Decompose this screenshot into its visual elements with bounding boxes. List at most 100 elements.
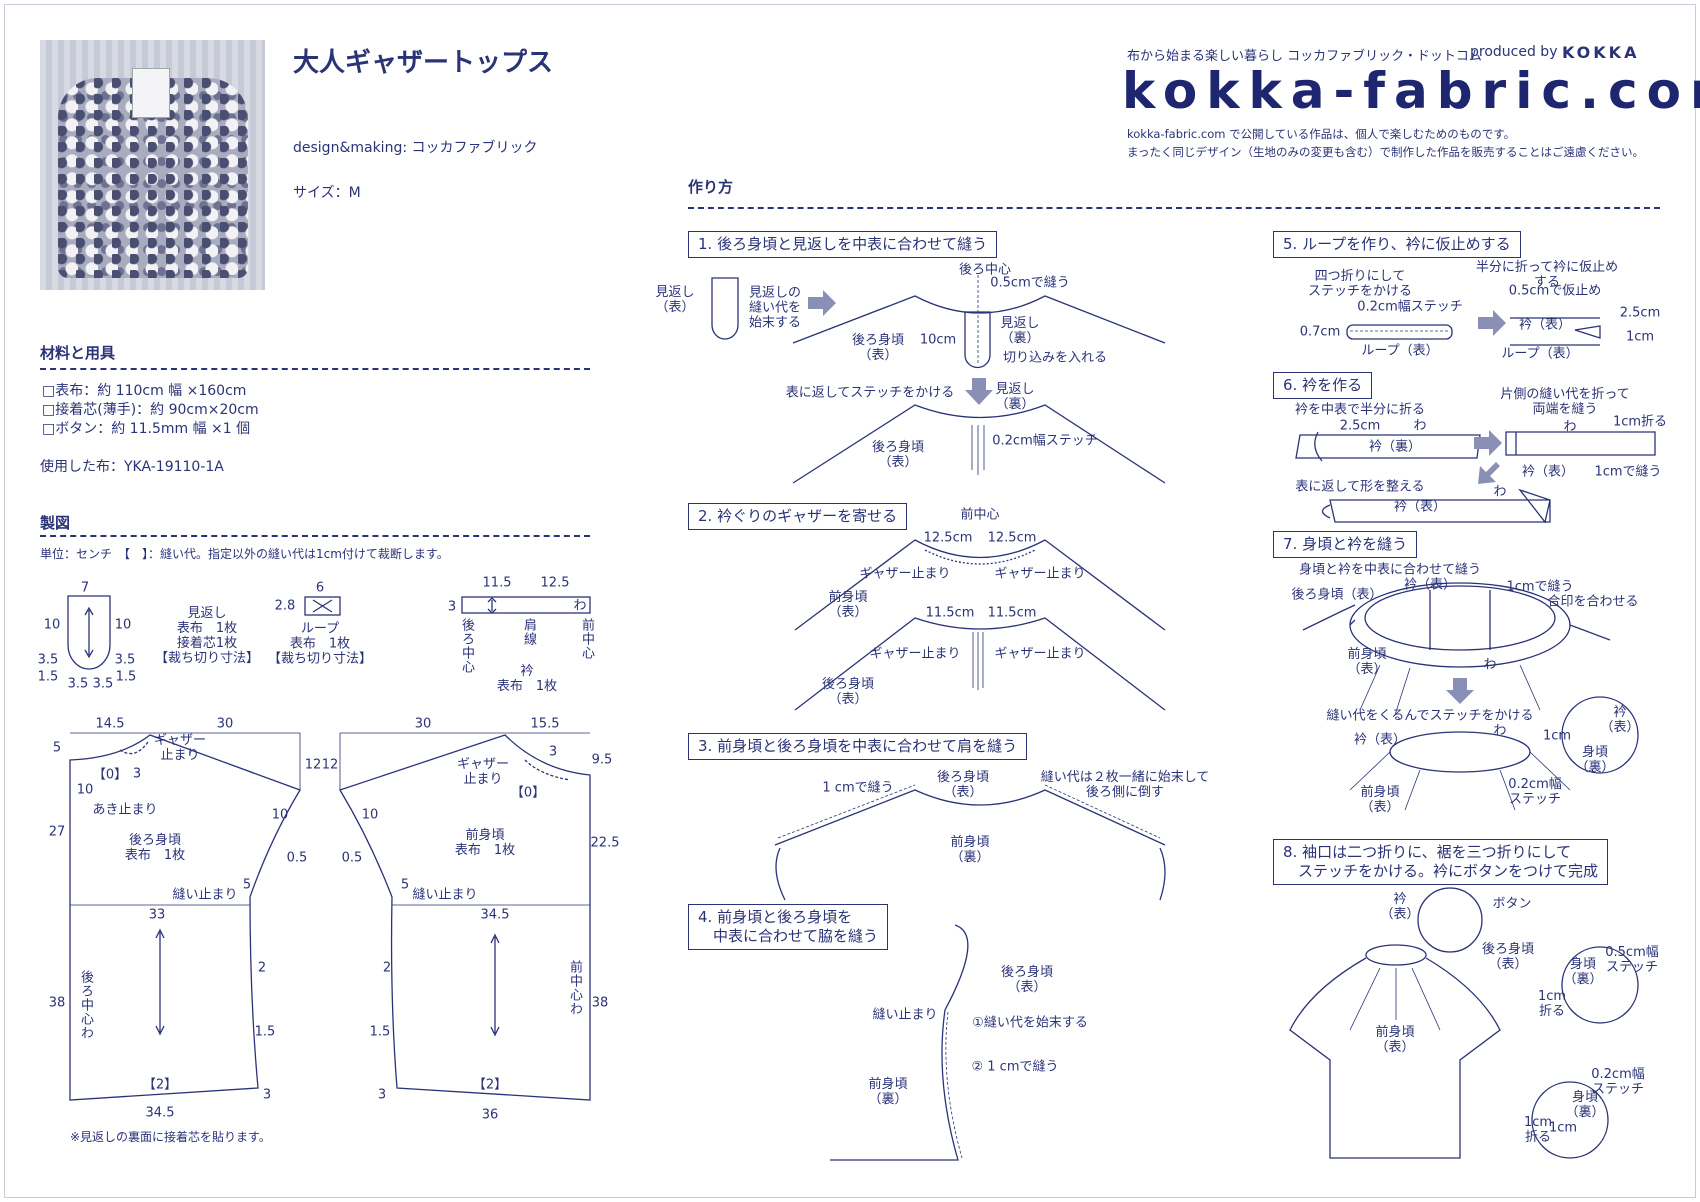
diagram-label: 3 xyxy=(447,599,457,615)
diagram-label: 1cm 折る xyxy=(1523,1115,1553,1145)
diagram-label: 見返し （裏） xyxy=(995,382,1035,412)
diagram-label: 見返しの 縫い代を 始末する xyxy=(748,285,802,331)
diagram-label: ループ 表布 1枚 【裁ち切り寸法】 xyxy=(267,621,373,667)
diagram-label: 後ろ身頃 表布 1枚 xyxy=(124,833,186,863)
diagram-label: ループ（表） xyxy=(1501,346,1579,362)
page-title: 大人ギャザートップス xyxy=(293,48,554,78)
diagram-label: ボタン xyxy=(1492,896,1532,912)
page-frame xyxy=(4,4,1696,1198)
diagram-label: 見返し 表布 1枚 接着芯1枚 【裁ち切り寸法】 xyxy=(154,606,260,666)
diagram-label: 10 xyxy=(43,617,61,633)
diagram-label: わ xyxy=(1493,723,1507,739)
diagram-label: 10 xyxy=(76,782,94,798)
diagram-label: 9.5 xyxy=(591,752,613,768)
diagram-label: 前身頃 （表） xyxy=(1347,647,1387,677)
diagram-label: 前身頃 （裏） xyxy=(868,1077,908,1107)
step-5-title: 5. ループを作り、衿に仮止めする xyxy=(1273,231,1521,258)
diagram-label: 12 xyxy=(321,757,339,773)
step2-back xyxy=(794,617,1166,711)
material-item: □ボタン：約 11.5mm 幅 ×1 個 xyxy=(42,421,251,437)
step-6-title: 6. 衿を作る xyxy=(1273,372,1373,399)
diagram-label: 【2】 xyxy=(142,1077,178,1093)
tagline: 布から始まる楽しい暮らし コッカファブリック・ドットコム xyxy=(1127,49,1482,64)
fabric-used: 使用した布：YKA-19110-1A xyxy=(40,459,224,475)
diagram-label: ループ（表） xyxy=(1361,343,1439,359)
diagram-label: 34.5 xyxy=(145,1105,175,1121)
diagram-label: 7 xyxy=(80,580,90,596)
diagram-label: 縫い代は２枚一緒に始末して 後ろ側に倒す xyxy=(1040,770,1210,800)
back-bodice-pattern xyxy=(69,732,301,1101)
diagram-label: 10cm xyxy=(919,332,957,348)
step-7-title: 7. 身頃と衿を縫う xyxy=(1273,531,1418,558)
diagram-label: 1cm 折る xyxy=(1537,989,1567,1019)
diagram-label: 衿 表布 1枚 xyxy=(496,664,558,694)
vertical-label: 前中心わ xyxy=(567,960,582,1016)
diagram-label: 5 xyxy=(52,740,62,756)
diagram-label: 1.5 xyxy=(37,669,59,685)
diagram-label: 半分に折って衿に仮止めする xyxy=(1475,260,1619,290)
diagram-label: 12 xyxy=(304,757,322,773)
collar-strip xyxy=(1295,431,1481,462)
diagram-label: 30 xyxy=(414,716,432,732)
diagram-label: 12.5 xyxy=(540,575,570,591)
detail-circle-8a xyxy=(1417,887,1483,953)
diagram-label: わ xyxy=(1483,657,1497,673)
howto-heading: 作り方 xyxy=(688,178,734,196)
diagram-label: 衿（表） xyxy=(1393,499,1447,515)
diagram-label: 後ろ身頃 （表） xyxy=(821,677,875,707)
diagram-label: 前身頃 （表） xyxy=(828,590,868,620)
diagram-label: 12.5cm xyxy=(987,530,1037,546)
divider xyxy=(40,368,590,370)
diagram-label: 3 xyxy=(377,1087,387,1103)
diagram-label: 38 xyxy=(48,995,66,1011)
diagram-label: ギャザー 止まり xyxy=(153,733,207,763)
diagram-label: わ xyxy=(1493,484,1507,500)
diagram-label: 22.5 xyxy=(590,835,620,851)
diagram-label: わ xyxy=(1563,419,1577,435)
brand-logo[interactable]: kokka-fabric.com xyxy=(1122,62,1700,120)
hang-tag xyxy=(132,68,170,118)
diagram-label: 衿（裏） xyxy=(1368,439,1422,455)
diagram-label: 衿を中表で半分に折る xyxy=(1294,402,1426,418)
step-2-title: 2. 衿ぐりのギャザーを寄せる xyxy=(688,503,908,530)
diagram-label: 33 xyxy=(148,907,166,923)
diagram-label: 前中心 xyxy=(960,507,1000,523)
diagram-label: 0.5cm幅 ステッチ xyxy=(1605,945,1659,975)
detail-circle-8c xyxy=(1531,1081,1609,1159)
diagram-label: 14.5 xyxy=(95,716,125,732)
diagram-label: あき止まり xyxy=(92,802,158,818)
diagram-label: 後ろ中心 xyxy=(958,262,1012,278)
diagram-label: 12.5cm xyxy=(923,530,973,546)
diagram-label: 後ろ身頃 （表） xyxy=(1000,965,1054,995)
process-arrows xyxy=(808,290,1506,704)
vertical-label: 後ろ中心わ xyxy=(78,970,93,1040)
diagram-label: 3.5 xyxy=(37,652,59,668)
diagram-label: 11.5cm xyxy=(987,605,1037,621)
diagram-label: 衿 （表） xyxy=(1600,705,1640,735)
notice-line-2: まったく同じデザイン（生地のみの変更も含む）で制作した作品を販売することはご遠慮… xyxy=(1127,145,1645,159)
diagram-label: 1cmで縫う xyxy=(1506,579,1574,595)
step-3-title: 3. 前身頃と後ろ身頃を中表に合わせて肩を縫う xyxy=(688,733,1028,760)
vertical-label: 肩線 xyxy=(521,618,536,646)
diagram-label: 身頃と衿を中表に合わせて縫う xyxy=(1298,562,1482,578)
diagram-label: わ xyxy=(1413,418,1427,434)
diagram-label: 表に返して形を整える xyxy=(1295,479,1425,495)
diagram-label: 2.5cm xyxy=(1339,418,1381,434)
diagram-label: 1cm xyxy=(1542,728,1572,744)
maker-name: KOKKA xyxy=(1562,43,1640,62)
diagram-label: 2.8 xyxy=(274,598,296,614)
pattern-heading: 製図 xyxy=(40,514,71,532)
diagram-label: ギャザー止まり xyxy=(994,646,1086,662)
diagram-label: 1.5 xyxy=(115,669,137,685)
diagram-label: 身頃 （裏） xyxy=(1563,957,1603,987)
diagram-label: 1cm xyxy=(1548,1120,1578,1136)
material-item: □表布：約 110cm 幅 ×160cm xyxy=(42,383,247,399)
diagram-label: 【0】 xyxy=(92,767,128,783)
step1-facing xyxy=(711,277,739,340)
diagram-label: 2 xyxy=(257,960,267,976)
divider xyxy=(688,207,1660,209)
diagram-label: 2.5cm xyxy=(1619,305,1661,321)
diagram-label: 3.5 xyxy=(67,676,89,692)
diagram-label: 見返し （裏） xyxy=(1000,316,1040,346)
diagram-label: 表に返してステッチをかける xyxy=(785,385,955,401)
